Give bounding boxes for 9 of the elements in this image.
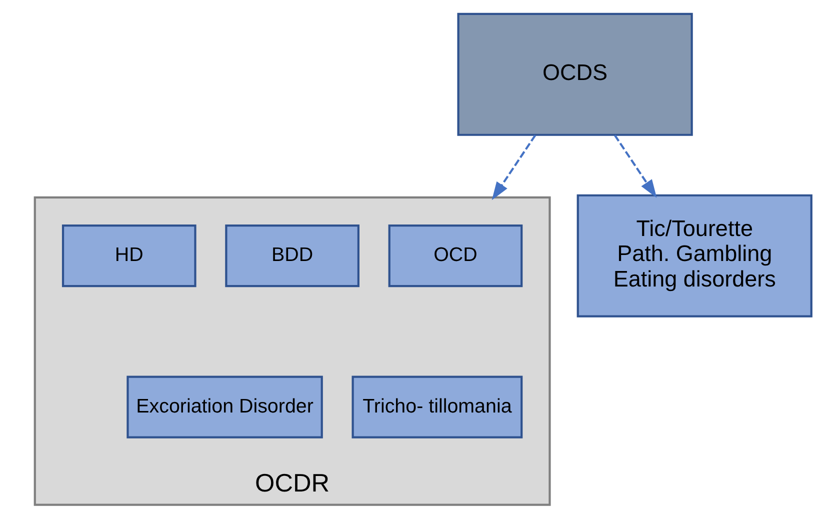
node-box: Excoriation Disorder <box>126 376 323 438</box>
arrow <box>492 134 536 200</box>
node-box: Tricho- tillomania <box>352 376 523 438</box>
node-box: OCD <box>388 224 523 288</box>
node-box: HD <box>62 224 196 288</box>
node-box: BDD <box>225 224 360 288</box>
node-box: OCDS <box>457 12 693 136</box>
node-box: Tic/Tourette Path. Gambling Eating disorders <box>576 194 812 318</box>
arrow <box>614 134 657 198</box>
